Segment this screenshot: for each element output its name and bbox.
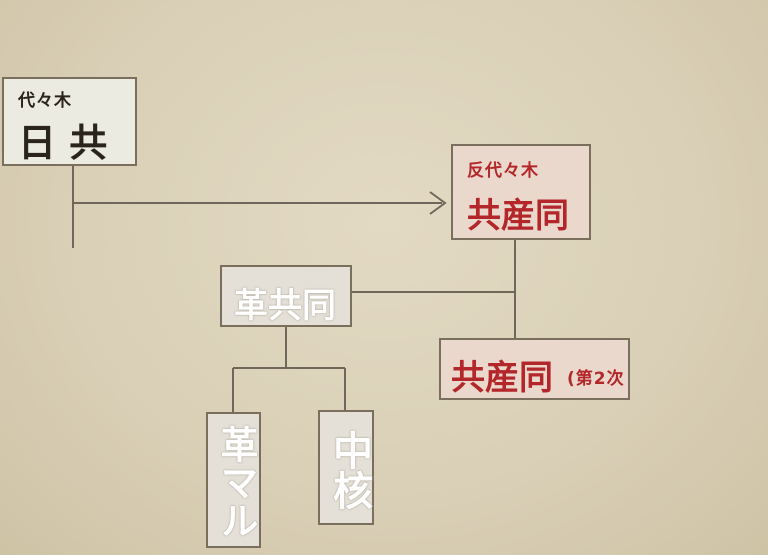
node-kyosando-2nd-suffix: (第2次	[567, 369, 625, 389]
node-yoyogi-nikkyo: 代々木 日 共	[2, 77, 137, 166]
node-yoyogi-main-label: 日 共	[18, 121, 108, 165]
node-anti-yoyogi-kyosando: 反代々木 共産同	[451, 144, 591, 240]
node-chukaku-label: 中核	[326, 430, 372, 510]
node-kakukyodo-label: 革共同	[234, 286, 336, 326]
arrow-head-icon	[429, 191, 447, 215]
node-chukaku: 中核	[318, 410, 374, 525]
node-yoyogi-sub-label: 代々木	[18, 91, 72, 111]
node-anti-yoyogi-main-label: 共産同	[467, 196, 569, 236]
node-kyosando-2nd: 共産同 (第2次	[439, 338, 630, 400]
node-kakukyodo: 革共同	[220, 265, 352, 327]
node-kakumaru: 革マル	[206, 412, 261, 548]
node-kakumaru-label: 革マル	[214, 425, 258, 539]
node-kyosando-2nd-label: 共産同	[451, 358, 553, 398]
node-anti-yoyogi-sub-label: 反代々木	[467, 161, 539, 181]
